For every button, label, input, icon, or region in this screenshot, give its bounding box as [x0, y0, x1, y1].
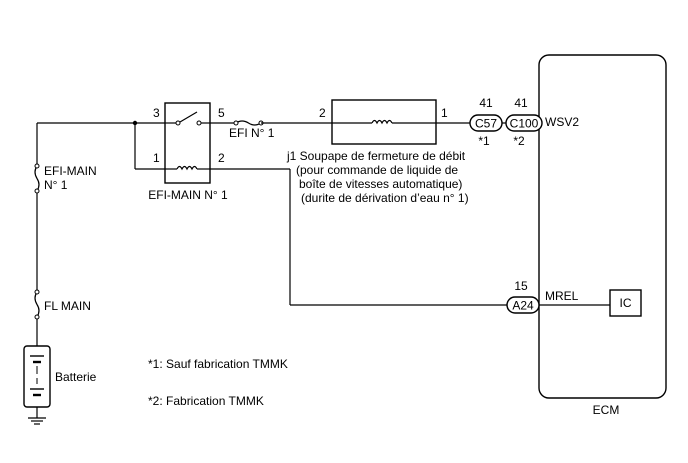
valve-pin-left: 2: [319, 106, 326, 120]
signal-wsv2: WSV2: [545, 115, 579, 129]
ecm-label: ECM: [593, 403, 620, 417]
connector-a24-pin: 15: [514, 279, 528, 293]
fuse-efi-n1-label: EFI N° 1: [229, 126, 275, 140]
connector-c57-name: C57: [475, 117, 497, 131]
relay-switch-arm: [179, 111, 198, 123]
relay-contact-point: [196, 120, 202, 126]
battery-box: [23, 345, 51, 408]
connector-c100-note: *2: [513, 134, 525, 148]
valve-desc-2: (pour commande de liquide de: [296, 163, 458, 177]
valve-box: [331, 99, 437, 145]
valve-coil-icon: [371, 119, 393, 125]
relay-contact-point: [175, 120, 181, 126]
relay-pin-3: 3: [153, 106, 160, 120]
relay-pin-1: 1: [153, 151, 160, 165]
relay-pin-5: 5: [218, 106, 225, 120]
connector-a24-name: A24: [512, 299, 534, 313]
relay-coil-icon: [176, 165, 198, 171]
valve-desc-1: j1 Soupape de fermeture de débit: [286, 149, 466, 163]
fuse-efi-main-symbol: [34, 165, 40, 192]
fuse-efi-n1-symbol: [235, 120, 262, 126]
ic-label: IC: [620, 296, 632, 310]
fuse-fl-main-label: FL MAIN: [44, 299, 91, 313]
fuse-efi-main-label-2: N° 1: [44, 178, 68, 192]
ecm-box: [538, 54, 667, 399]
connector-c100-pin: 41: [514, 96, 528, 110]
valve-desc-3: boîte de vitesses automatique): [299, 177, 462, 191]
ic-box: [609, 289, 642, 317]
connector-c100-name: C100: [510, 117, 539, 131]
relay-label: EFI-MAIN N° 1: [148, 188, 228, 202]
connector-c57-note: *1: [478, 134, 490, 148]
connector-c100: [505, 114, 543, 132]
valve-pin-right: 1: [441, 106, 448, 120]
relay-box: [164, 102, 211, 184]
signal-mrel: MREL: [545, 289, 579, 303]
fuse-efi-main-label-1: EFI-MAIN: [44, 164, 97, 178]
valve-desc-4: (durite de dérivation d’eau n° 1): [301, 191, 469, 205]
connector-c57-pin: 41: [479, 96, 493, 110]
battery-label: Batterie: [55, 370, 97, 384]
fuse-fl-main-symbol: [34, 291, 40, 318]
note-1: *1: Sauf fabrication TMMK: [148, 357, 288, 371]
relay-pin-2: 2: [218, 151, 225, 165]
note-2: *2: Fabrication TMMK: [148, 394, 264, 408]
